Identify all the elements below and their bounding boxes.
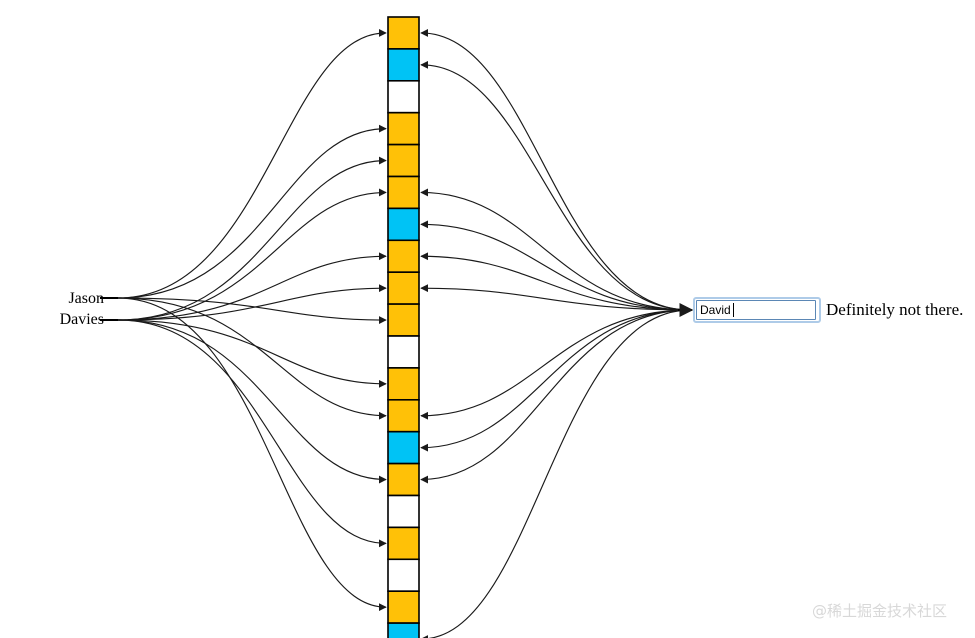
hash-bucket-cell [387, 175, 420, 210]
hash-bucket-cell [387, 398, 420, 433]
outgoing-edges-group [420, 28, 691, 638]
query-input-wrapper[interactable] [693, 297, 821, 323]
hash-edge-out [420, 188, 691, 311]
hash-edge-out [420, 28, 691, 311]
hash-edge-in [117, 297, 387, 420]
hash-bucket-cell [387, 271, 420, 305]
hash-edge-out [420, 309, 691, 638]
hash-edge-out [420, 220, 691, 311]
hash-edge-out [420, 284, 691, 311]
source-stubs-group [100, 297, 118, 321]
hash-bucket-cell [387, 622, 420, 638]
hash-edge-in [117, 252, 387, 321]
query-name-input[interactable] [696, 300, 816, 320]
hash-edge-in [117, 319, 387, 548]
query-note: Definitely not there. [826, 300, 964, 319]
hash-bucket-cell [387, 111, 420, 146]
incoming-edges-group [117, 28, 387, 612]
hash-bucket-cell [387, 335, 420, 369]
hash-bucket-cell [387, 462, 420, 497]
hash-edge-in [117, 319, 387, 388]
hash-bucket-cell [387, 207, 420, 242]
hash-bucket-cell [387, 590, 420, 624]
hash-bucket-cell [387, 367, 420, 401]
hash-edge-in [117, 319, 387, 484]
hash-bucket-cell [387, 494, 420, 529]
hash-bucket-cell [387, 143, 420, 178]
hash-edge-out [420, 309, 691, 484]
source-label-davies: Davies [59, 311, 104, 328]
hash-bucket-cell [387, 48, 420, 82]
hash-bucket-cell [387, 80, 420, 114]
hash-bucket-cell [387, 526, 420, 561]
hash-bucket-cell [387, 16, 420, 50]
hash-bucket-cell [387, 430, 420, 465]
watermark-text: @稀土掘金技术社区 [812, 602, 948, 620]
hash-bucket-cell [387, 558, 420, 592]
text-caret [733, 303, 734, 317]
hash-edge-in [117, 297, 387, 325]
hash-edge-out [420, 309, 691, 452]
hash-edge-in [117, 284, 387, 321]
hash-bucket-cell [387, 303, 420, 337]
hash-edge-out [420, 309, 691, 420]
hash-edge-out [420, 60, 691, 311]
source-label-jason: Jason [68, 290, 104, 307]
hash-edge-in [117, 156, 387, 321]
hash-edge-out [420, 252, 691, 311]
hash-bucket-cell [387, 239, 420, 274]
hash-table-cells [387, 16, 420, 638]
hash-edge-in [117, 124, 387, 299]
hash-edge-in [117, 297, 387, 612]
hash-edge-in [117, 28, 387, 299]
